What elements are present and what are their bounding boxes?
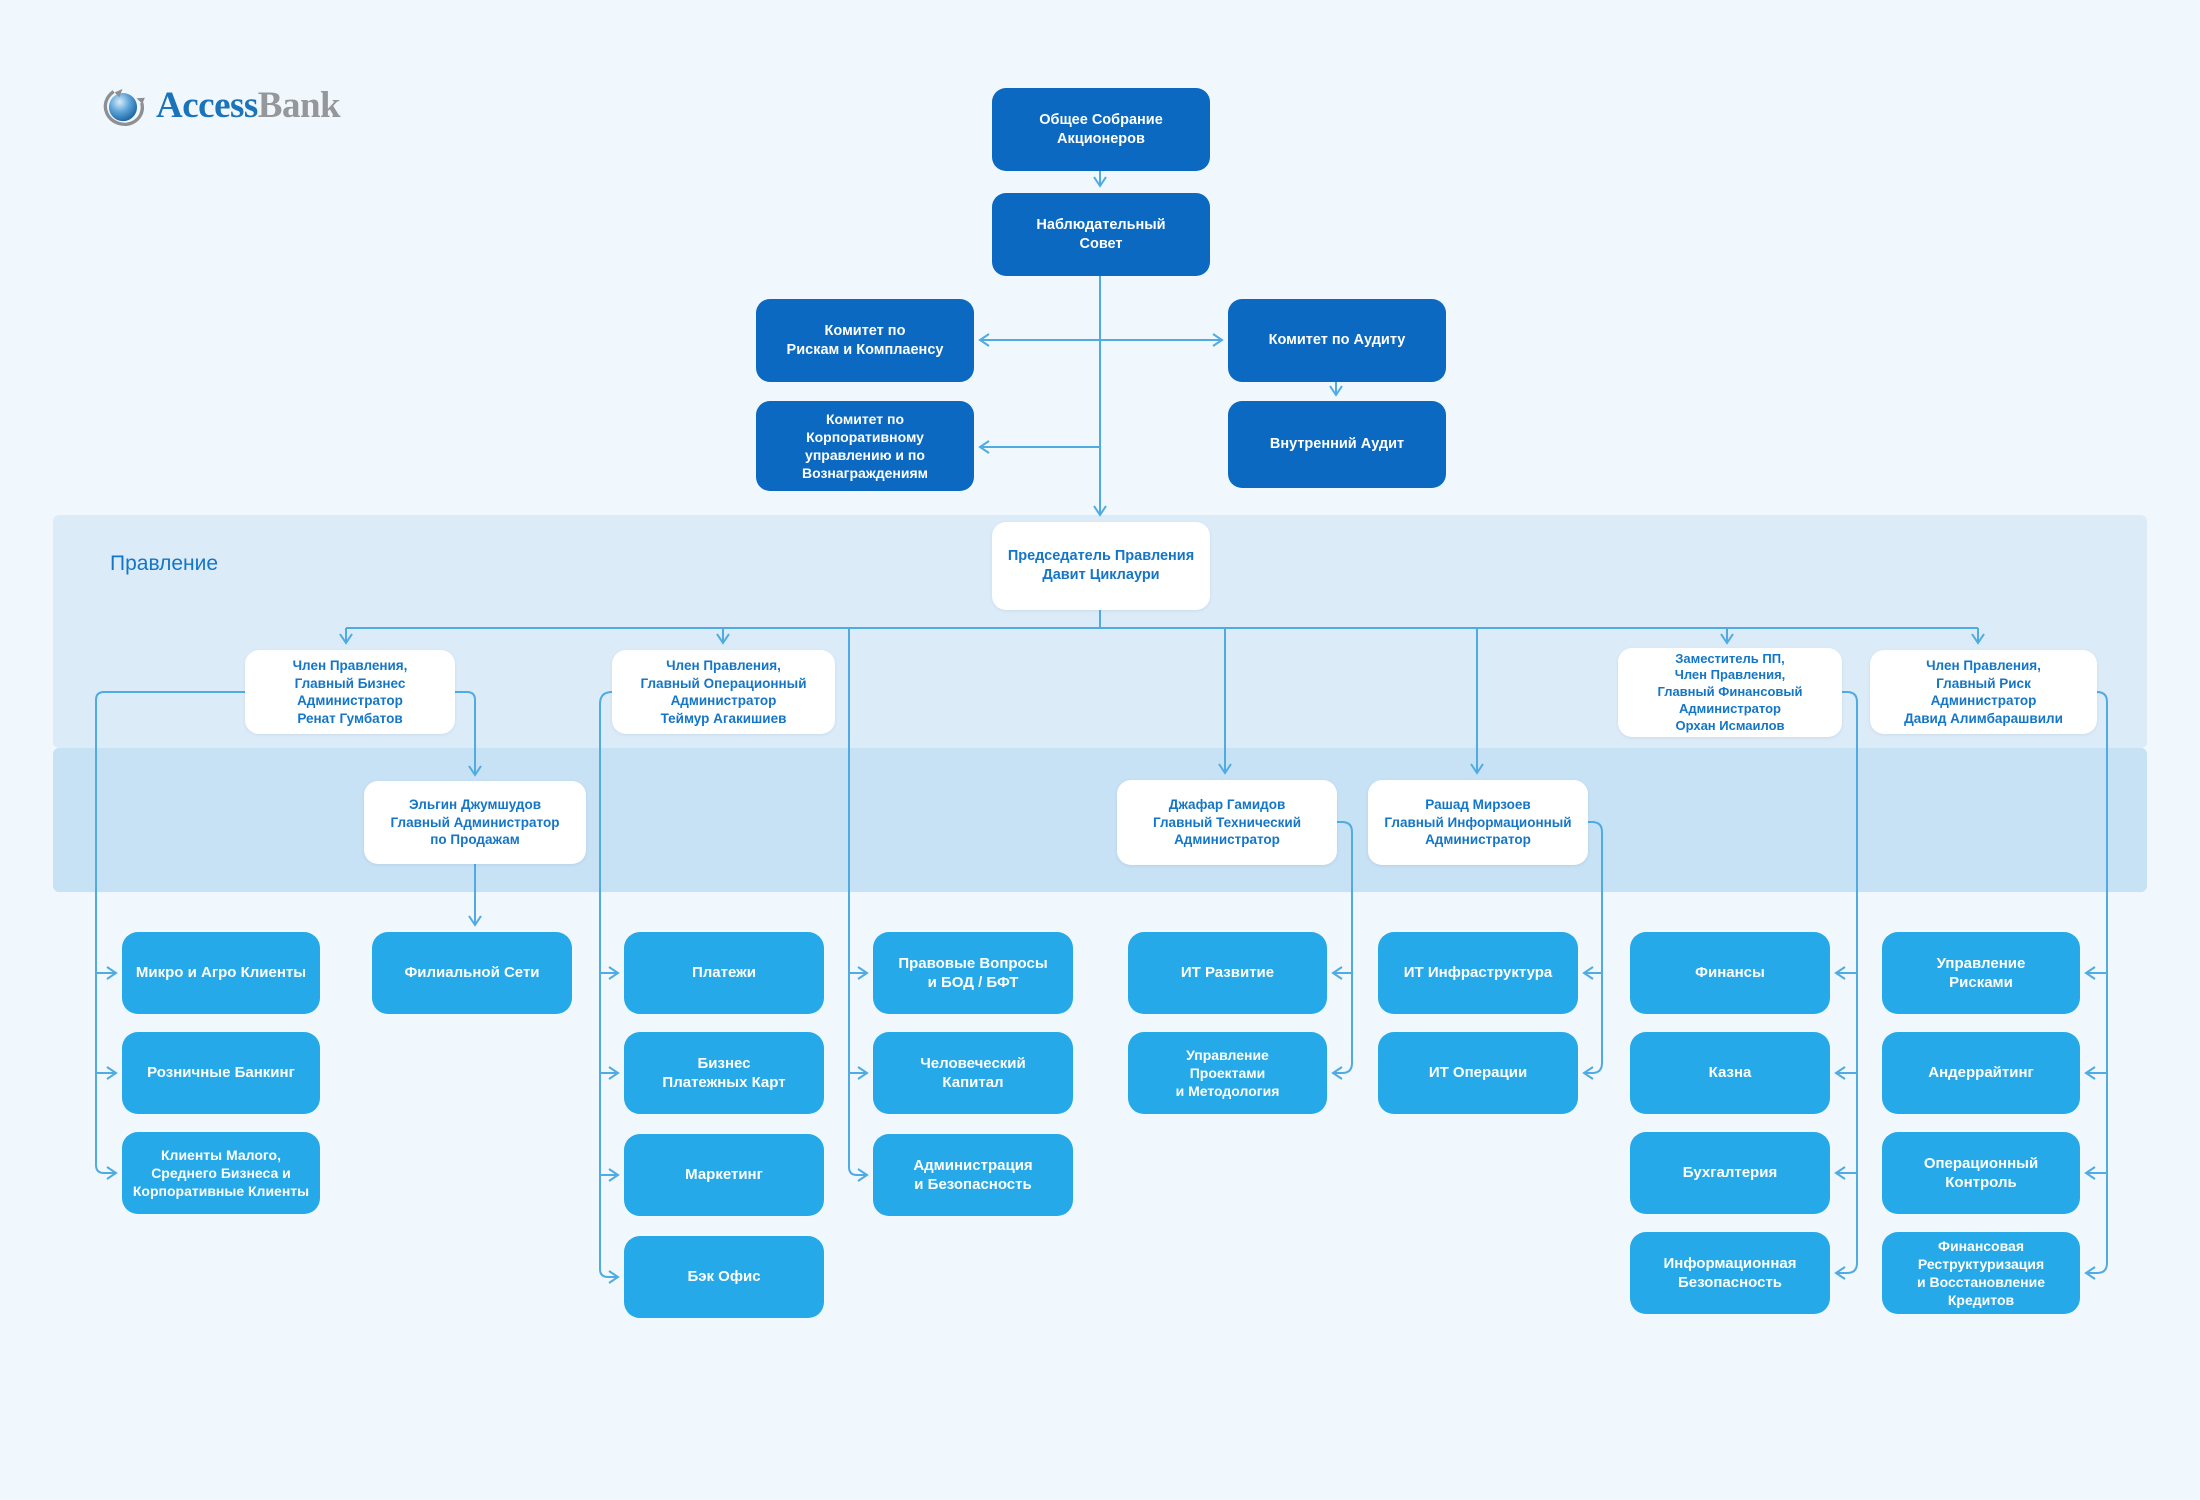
org-node-shareholders: Общее Собрание Акционеров — [992, 88, 1210, 171]
org-node-internal-audit: Внутренний Аудит — [1228, 401, 1446, 488]
org-node-dept-risk-management: Управление Рисками — [1882, 932, 2080, 1014]
org-node-member-operations: Член Правления, Главный Операционный Адм… — [612, 650, 835, 734]
org-node-dept-human-capital: Человеческий Капитал — [873, 1032, 1073, 1114]
logo-wordmark: AccessBank — [156, 84, 341, 127]
org-node-dept-underwriting: Андеррайтинг — [1882, 1032, 2080, 1114]
org-node-admin-sales: Эльгин Джумшудов Главный Администратор п… — [364, 781, 586, 864]
org-node-dept-it-infrastructure: ИТ Инфраструктура — [1378, 932, 1578, 1014]
org-node-dept-sme-corporate: Клиенты Малого, Среднего Бизнеса и Корпо… — [122, 1132, 320, 1214]
logo-text-bank: Bank — [257, 84, 341, 126]
org-node-risk-compliance-committee: Комитет по Рискам и Комплаенсу — [756, 299, 974, 382]
org-node-member-finance: Заместитель ПП, Член Правления, Главный … — [1618, 648, 1842, 737]
org-node-dept-branch-network: Филиальной Сети — [372, 932, 572, 1014]
org-node-admin-information: Рашад Мирзоев Главный Информационный Адм… — [1368, 780, 1588, 865]
org-node-chairman: Председатель Правления Давит Циклаури — [992, 522, 1210, 610]
globe-icon — [103, 88, 145, 126]
org-node-member-risk: Член Правления, Главный Риск Администрат… — [1870, 650, 2097, 734]
org-node-dept-legal-aml: Правовые Вопросы и БОД / БФТ — [873, 932, 1073, 1014]
board-section-label: Правление — [110, 552, 219, 575]
accessbank-logo: AccessBank — [98, 80, 341, 130]
org-node-audit-committee: Комитет по Аудиту — [1228, 299, 1446, 382]
org-node-admin-technical: Джафар Гамидов Главный Технический Админ… — [1117, 780, 1337, 865]
org-node-supervisory-board: Наблюдательный Совет — [992, 193, 1210, 276]
org-node-dept-project-management: Управление Проектами и Методология — [1128, 1032, 1327, 1114]
org-node-dept-accounting: Бухгалтерия — [1630, 1132, 1830, 1214]
org-node-dept-card-business: Бизнес Платежных Карт — [624, 1032, 824, 1114]
org-node-dept-retail: Розничные Банкинг — [122, 1032, 320, 1114]
org-node-dept-operational-control: Операционный Контроль — [1882, 1132, 2080, 1214]
org-node-dept-finance: Финансы — [1630, 932, 1830, 1014]
org-node-dept-payments: Платежи — [624, 932, 824, 1014]
org-node-corporate-governance-committee: Комитет по Корпоративному управлению и п… — [756, 401, 974, 491]
org-node-dept-micro-agro: Микро и Агро Клиенты — [122, 932, 320, 1014]
org-node-dept-it-development: ИТ Развитие — [1128, 932, 1327, 1014]
org-node-dept-treasury: Казна — [1630, 1032, 1830, 1114]
org-node-dept-financial-restructuring: Финансовая Реструктуризация и Восстановл… — [1882, 1232, 2080, 1314]
org-node-dept-it-operations: ИТ Операции — [1378, 1032, 1578, 1114]
org-node-dept-administration-security: Администрация и Безопасность — [873, 1134, 1073, 1216]
org-node-dept-marketing: Маркетинг — [624, 1134, 824, 1216]
org-node-dept-information-security: Информационная Безопасность — [1630, 1232, 1830, 1314]
logo-text-access: Access — [156, 84, 258, 126]
org-node-member-business: Член Правления, Главный Бизнес Администр… — [245, 650, 455, 734]
org-node-dept-back-office: Бэк Офис — [624, 1236, 824, 1318]
